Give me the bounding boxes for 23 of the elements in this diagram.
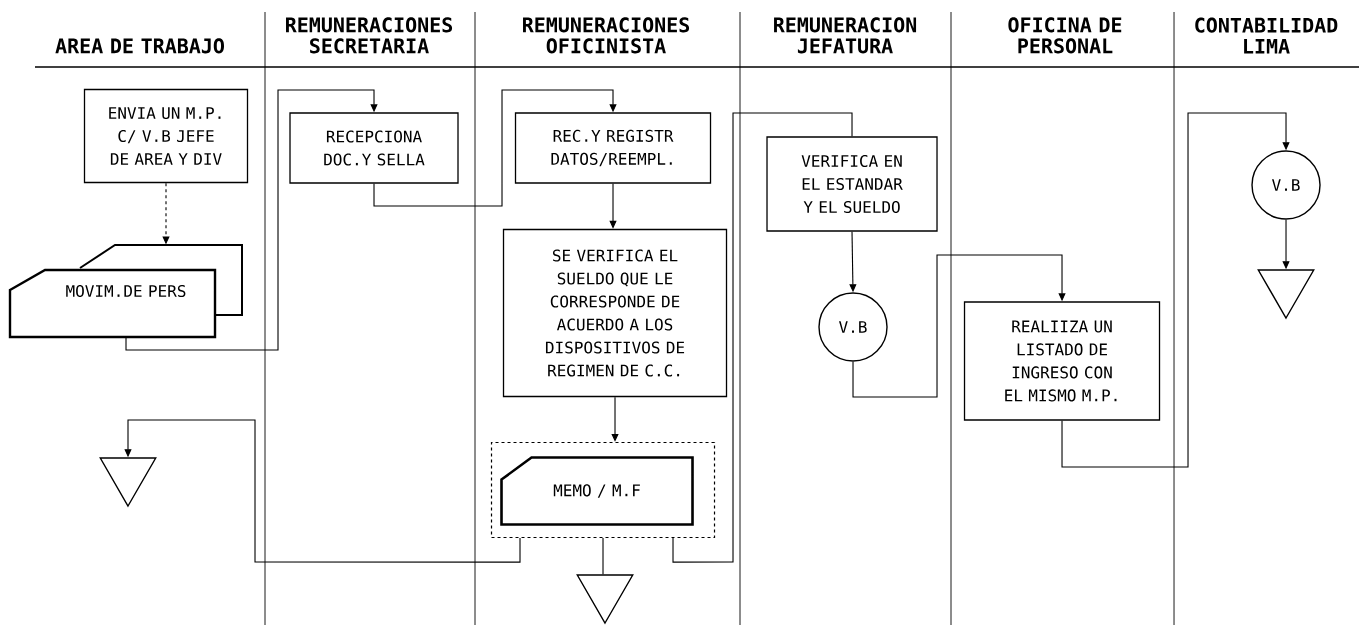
arrow [373,89,617,207]
lane-header: OFICINA DE PERSONAL [1008,17,1122,54]
document-stack: MOVIM.DE PERS [8,244,243,339]
process-box: RECEPCIONA DOC.Y SELLA [289,112,459,184]
dashed-group-box [490,441,716,539]
arrow [852,254,1066,398]
lane-header: AREA DE TRABAJO [55,38,224,54]
lane-header: REMUNERACIONES OFICINISTA [523,17,690,54]
process-box: REC.Y REGISTR DATOS/REEMPL. [514,112,712,184]
lane-header: CONTABILIDAD LIMA [1195,17,1338,54]
process-box: VERIFICA EN EL ESTANDAR Y EL SUELDO [766,136,938,232]
lane-header: REMUNERACION JEFATURA [774,17,917,54]
arrow [609,183,617,229]
arrow [124,419,521,563]
process-box: ENVIA UN M.P. C/ V.B JEFE DE AREA Y DIV [83,88,249,184]
connector-line [672,112,853,563]
lane-header: REMUNERACIONES SECRETARIA [286,17,453,54]
arrow [1061,112,1290,468]
arrow [611,396,619,442]
process-box: SE VERIFICA EL SUELDO QUE LE CORRESPONDE DE ACUERDO A LOS DISPOSITIVOS DE REGIMEN DE C.C. [502,228,728,398]
arrow [125,89,378,351]
connector-line [602,537,604,575]
process-box: REALIIZA UN LISTADO DE INGRESO CON EL MISMO M.P. [963,301,1161,421]
